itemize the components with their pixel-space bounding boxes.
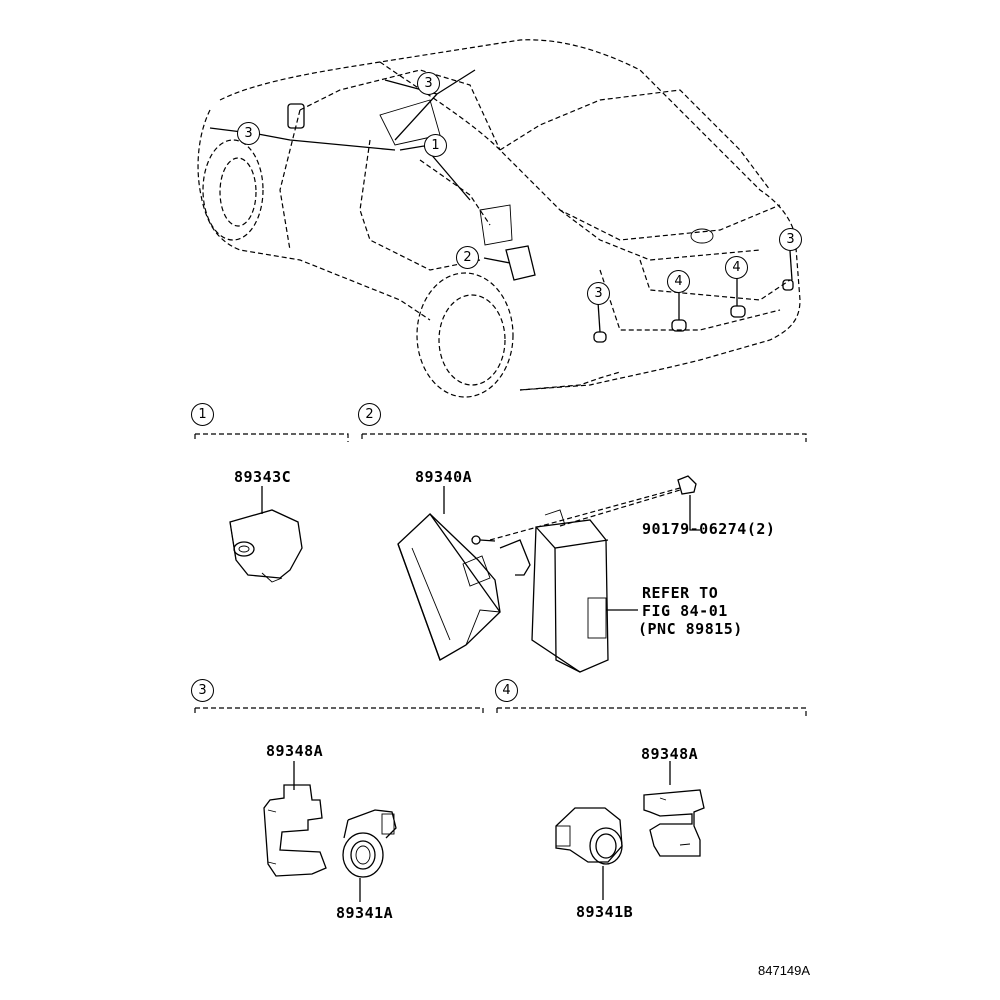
callout-car-3c: 3 <box>587 282 610 305</box>
part-label-89341B: 89341B <box>576 903 634 921</box>
callout-car-1: 1 <box>424 134 447 157</box>
section-4 <box>496 707 807 900</box>
car-illustration <box>197 39 801 398</box>
callout-car-4b: 4 <box>725 256 748 279</box>
callout-car-3d: 3 <box>779 228 802 251</box>
bracket-89348A-right <box>643 789 705 857</box>
section-callout-1: 1 <box>191 403 214 426</box>
document-id: 847149A <box>758 963 811 978</box>
callout-car-2: 2 <box>456 246 479 269</box>
section-3 <box>194 707 484 902</box>
refer-line-2: FIG 84-01 <box>642 602 728 620</box>
sensor-89341A <box>347 809 397 839</box>
callout-car-4a: 4 <box>667 270 690 293</box>
part-label-89343C: 89343C <box>234 468 292 486</box>
section-1 <box>194 433 349 583</box>
section-callout-2: 2 <box>358 403 381 426</box>
part-label-89348A-right: 89348A <box>641 745 699 763</box>
part-label-89341A: 89341A <box>336 904 394 922</box>
bracket-89348A-left <box>263 784 327 877</box>
section-2 <box>361 433 807 673</box>
refer-line-3: (PNC 89815) <box>638 620 743 638</box>
refer-line-1: REFER TO <box>642 584 719 602</box>
section-callout-3: 3 <box>191 679 214 702</box>
section-callout-4: 4 <box>495 679 518 702</box>
sensor-part-89343C <box>229 509 303 579</box>
sensor-89341B <box>555 807 623 863</box>
part-label-bolt: 90179-06274(2) <box>642 520 776 538</box>
ecu-reference-box <box>531 519 609 673</box>
callout-car-3a: 3 <box>417 72 440 95</box>
callout-car-3b: 3 <box>237 122 260 145</box>
part-label-89348A-left: 89348A <box>266 742 324 760</box>
part-label-89340A: 89340A <box>415 468 473 486</box>
